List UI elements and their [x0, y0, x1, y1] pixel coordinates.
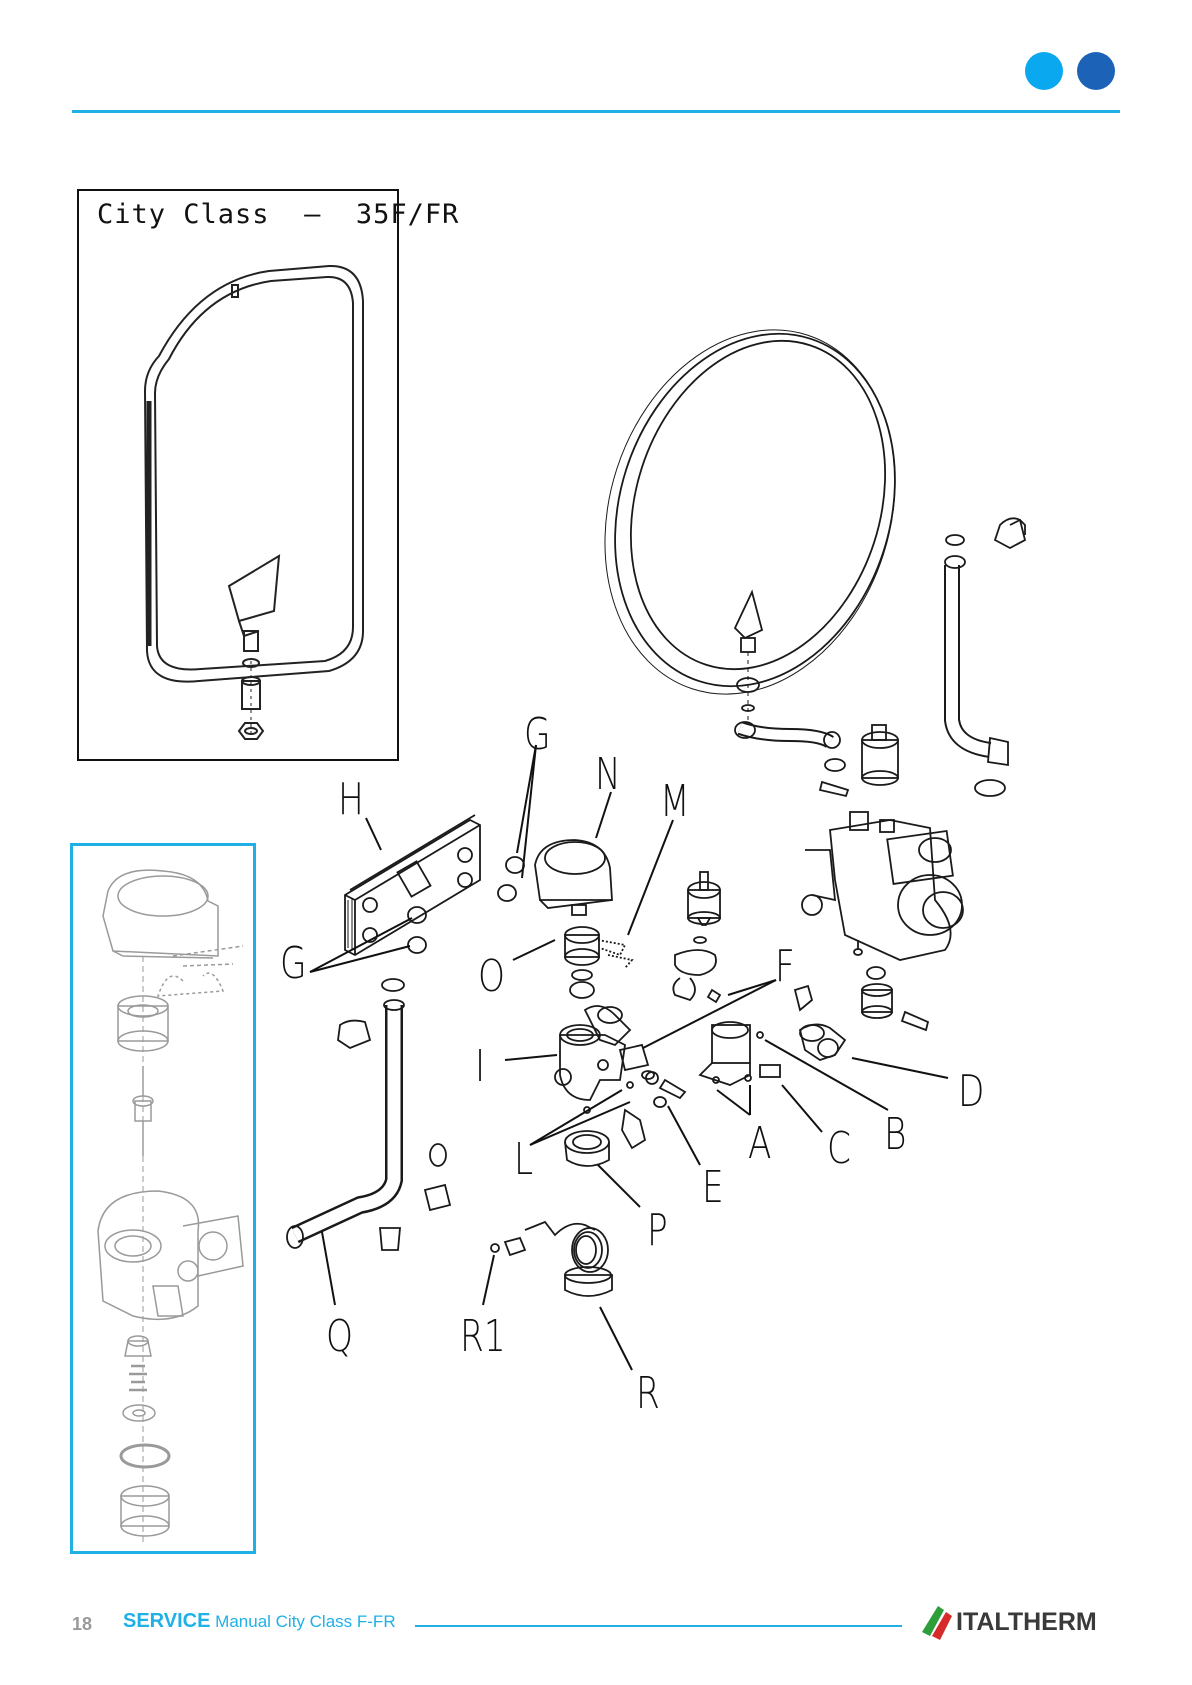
label-g-top: G	[524, 713, 551, 757]
label-r: R	[636, 1372, 660, 1416]
label-o: O	[478, 955, 505, 999]
label-d: D	[958, 1070, 984, 1114]
footer-title: SERVICE Manual City Class F-FR	[123, 1610, 396, 1633]
page-number: 18	[72, 1614, 92, 1635]
label-q: Q	[326, 1315, 353, 1359]
label-l: L	[514, 1138, 533, 1182]
label-f: F	[775, 945, 795, 989]
flame-icon	[918, 1602, 958, 1642]
label-n: N	[595, 753, 621, 797]
label-m: M	[660, 780, 690, 824]
italtherm-logo: ITALTHERM	[918, 1602, 1118, 1642]
label-i: I	[475, 1045, 485, 1089]
label-r1: R1	[460, 1315, 506, 1359]
leader-lines	[310, 745, 948, 1370]
label-e: E	[702, 1166, 724, 1210]
label-b: B	[884, 1113, 906, 1157]
label-a: A	[748, 1122, 771, 1166]
plate-heat-exchanger	[345, 815, 480, 955]
label-h: H	[338, 778, 364, 822]
label-c: C	[827, 1127, 851, 1171]
footer-service-word: SERVICE	[123, 1610, 210, 1632]
label-p: P	[647, 1209, 668, 1253]
brand-wordmark: ITALTHERM	[956, 1608, 1097, 1637]
label-g-left: G	[280, 942, 307, 986]
footer-manual-text: Manual City Class F-FR	[210, 1612, 395, 1631]
footer-rule	[415, 1625, 902, 1627]
circulation-pump	[802, 812, 963, 960]
round-expansion-vessel	[559, 292, 940, 740]
